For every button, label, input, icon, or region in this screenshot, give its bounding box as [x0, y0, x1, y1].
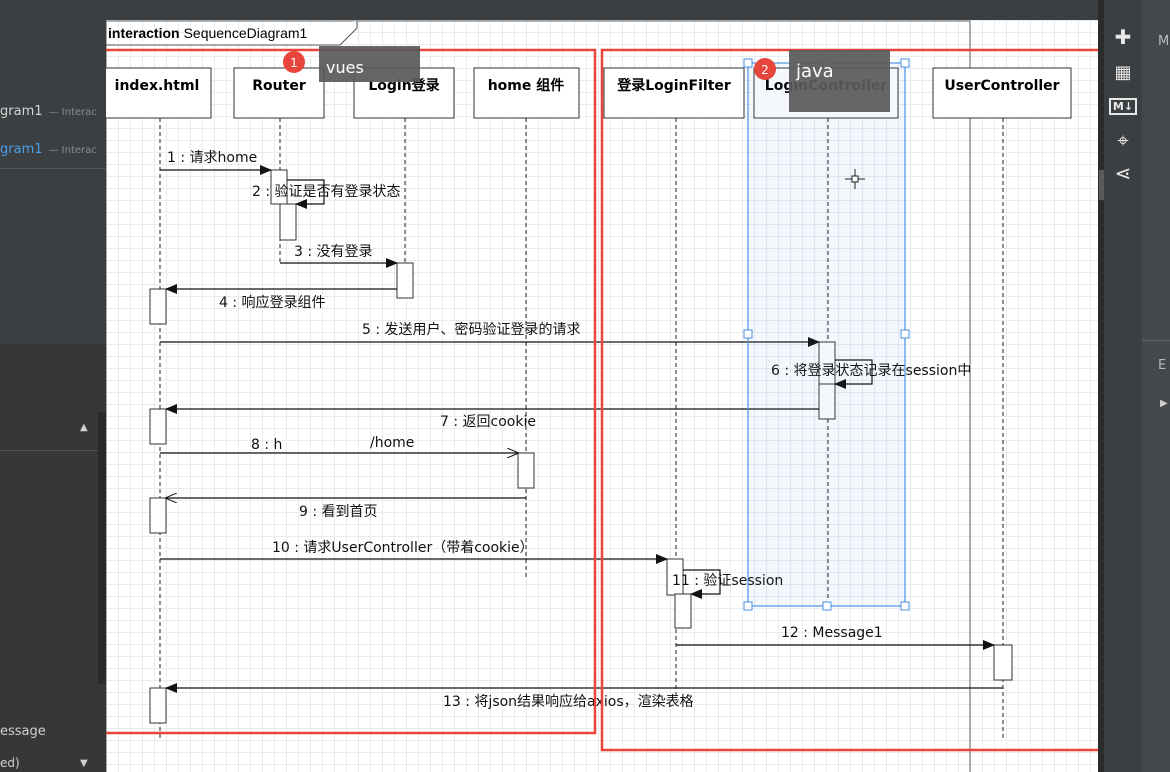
frame-name: SequenceDiagram1: [184, 25, 308, 41]
callout-text: vues: [326, 58, 364, 77]
activation-bars: [149, 169, 1013, 724]
message-lines: [160, 165, 1003, 693]
lifeline-index[interactable]: index.html: [106, 67, 212, 740]
left-lower-panel: ▲ essage ed) ▼: [0, 344, 106, 772]
lifeline-label: home 组件: [488, 77, 565, 94]
property-label: essage: [0, 724, 46, 739]
message-label: 3 : 没有登录: [294, 244, 373, 260]
activation-bar: [270, 169, 288, 205]
lifeline-loginfilter[interactable]: 登录LoginFilter: [603, 67, 745, 700]
callout-vues: vues 1: [283, 46, 420, 82]
message-label: 9 : 看到首页: [299, 504, 378, 520]
lifeline-login[interactable]: Login登录: [353, 67, 455, 262]
scrollbar-track[interactable]: [98, 412, 106, 684]
message-line: [834, 359, 873, 389]
message-label: 7 : 返回cookie: [440, 414, 536, 430]
activation-bar: [674, 593, 692, 629]
scroll-down-icon[interactable]: ▼: [80, 758, 88, 769]
callout-java: java 2: [754, 50, 890, 112]
message-label: 1 : 请求home: [167, 150, 257, 166]
message-line: [287, 179, 325, 209]
activation-bar: [396, 262, 414, 299]
activation-bar: [149, 288, 167, 325]
tree-item-sub: — Interac: [48, 145, 97, 156]
property-value: ed): [0, 756, 20, 770]
message-label: 11 : 验证session: [672, 573, 783, 589]
lifeline-label: 登录LoginFilter: [616, 77, 731, 94]
model-tree-item-diagram[interactable]: gram1 — Interac: [0, 104, 106, 134]
lifeline-home[interactable]: home 组件: [473, 67, 580, 580]
frame-keyword-text: interaction: [108, 25, 180, 41]
puzzle-icon[interactable]: ✚: [1114, 25, 1132, 49]
message-label: 2 : 验证是否有登录状态: [252, 184, 401, 200]
tree-item-label: gram1: [0, 142, 43, 157]
message-label: /home: [370, 435, 414, 451]
vertical-scrollbar[interactable]: [1098, 0, 1108, 772]
layout-icon[interactable]: ▦: [1114, 62, 1132, 83]
message-label: 13 : 将json结果响应给axios，渲染表格: [443, 693, 694, 710]
message-label: 12 : Message1: [781, 625, 883, 641]
scroll-up-icon[interactable]: ▲: [80, 422, 88, 433]
message-label: 6 : 将登录状态记录在session中: [771, 363, 971, 379]
message-label: 5 : 发送用户、密码验证登录的请求: [362, 321, 581, 338]
lifeline-usercontroller[interactable]: UserController: [932, 67, 1072, 740]
tool-strip: [1104, 0, 1142, 772]
crosshair-icon[interactable]: ⌖: [1117, 128, 1129, 152]
divider: [1142, 340, 1170, 341]
scrollbar-thumb[interactable]: [1099, 170, 1106, 200]
callout-badge: [754, 58, 776, 80]
model-tree-item-diagram-selected[interactable]: gram1 — Interac: [0, 142, 106, 172]
resize-handle: [900, 601, 910, 611]
activation-bar: [149, 497, 167, 534]
activation-bar: [818, 383, 836, 420]
activation-bar: [993, 644, 1013, 681]
lifeline-label: Router: [252, 78, 306, 94]
right-panel-label: M: [1158, 34, 1170, 49]
lifeline-label: index.html: [115, 78, 200, 94]
activation-bar: [149, 687, 167, 724]
resize-handle: [743, 601, 753, 611]
resize-handle: [900, 329, 910, 339]
message-label: 10 : 请求UserController（带着cookie）: [272, 540, 534, 556]
lifeline-router[interactable]: Router: [233, 67, 325, 265]
resize-handle: [743, 58, 753, 68]
tree-item-sub: — Interac: [48, 107, 97, 118]
selection-box[interactable]: [743, 58, 910, 611]
callout-badge-num: 2: [761, 63, 769, 77]
callout-text: java: [795, 61, 834, 82]
message-line: [683, 569, 721, 599]
message-labels: 1 : 请求home 2 : 验证是否有登录状态 3 : 没有登录 4 : 响应…: [167, 150, 971, 710]
left-panel: gram1 — Interac gram1 — Interac ▲ essage e…: [0, 0, 106, 772]
activation-bar: [149, 408, 167, 445]
right-panel: M E ▶: [1142, 0, 1170, 772]
activation-bar: [279, 203, 297, 241]
divider: [0, 168, 106, 169]
lifeline-label: UserController: [944, 78, 1059, 94]
divider: [0, 450, 98, 451]
resize-handle: [743, 329, 753, 339]
resize-handle: [822, 601, 832, 611]
share-icon[interactable]: ⋖: [1114, 161, 1132, 185]
message-label: 8 : h: [251, 437, 282, 453]
callout-badge-num: 1: [290, 56, 298, 70]
activation-bar: [517, 452, 535, 489]
message-label: 4 : 响应登录组件: [219, 294, 326, 311]
expand-icon[interactable]: ▶: [1160, 398, 1168, 409]
tree-item-label: gram1: [0, 104, 43, 119]
callout-badge: [283, 51, 305, 73]
move-cursor-icon: [845, 169, 865, 189]
resize-handle: [900, 58, 910, 68]
right-panel-label: E: [1158, 358, 1167, 373]
markdown-icon[interactable]: M↓: [1108, 92, 1138, 122]
